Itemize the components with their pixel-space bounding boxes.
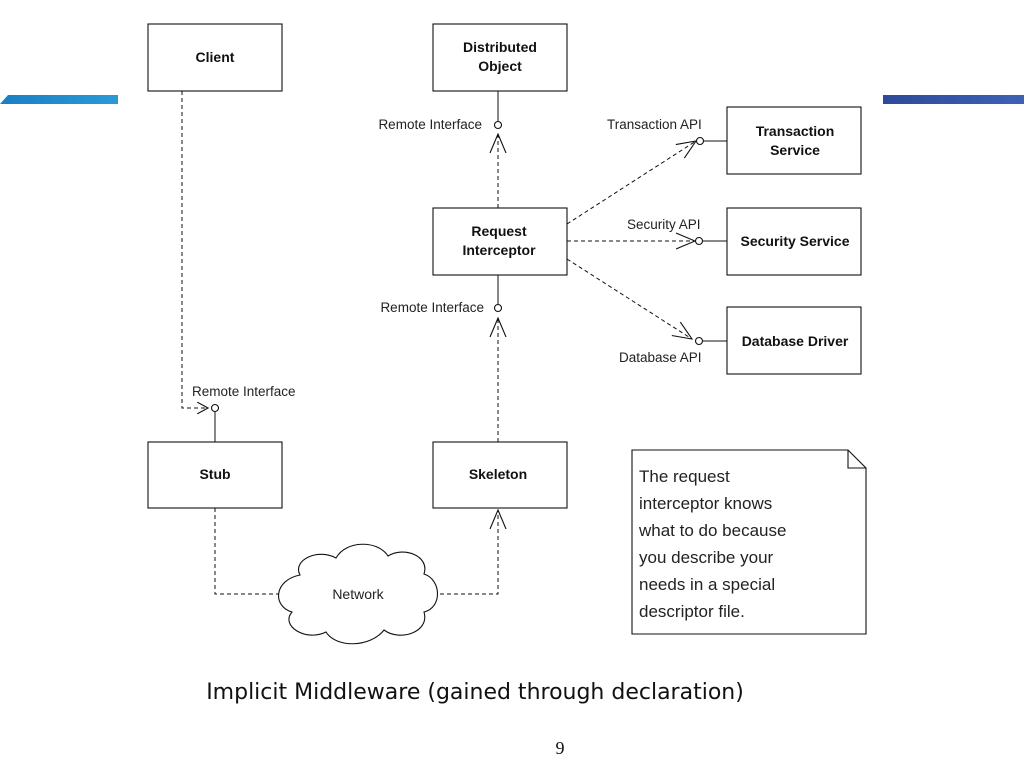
interface-circle (694, 236, 704, 246)
request-interceptor-label-line2: Interceptor (462, 242, 536, 258)
distributed-object-label-line1: Distributed (463, 39, 537, 55)
remote-interface-label-object: Remote Interface (378, 117, 482, 132)
note-line: you describe your (639, 548, 774, 567)
database-api-label: Database API (619, 350, 702, 365)
note-line: descriptor file. (639, 602, 745, 621)
network-cloud: Network (278, 543, 438, 645)
interceptor-to-database-connector (566, 258, 692, 339)
remote-interface-label-stub: Remote Interface (192, 384, 296, 399)
remote-interface-label-interceptor: Remote Interface (380, 300, 484, 315)
interface-circle (493, 303, 503, 313)
security-service-box (726, 207, 862, 276)
interface-circle (694, 336, 704, 346)
database-driver-box (726, 306, 862, 375)
database-driver-label: Database Driver (742, 333, 849, 349)
network-to-skeleton-connector (433, 510, 498, 595)
transaction-api-label: Transaction API (607, 117, 702, 132)
page-number: 9 (555, 738, 565, 758)
client-box (147, 23, 283, 92)
middleware-diagram: Client Distributed Object Transaction Se… (147, 23, 867, 645)
note-line: interceptor knows (639, 494, 772, 513)
note-line: what to do because (638, 521, 786, 540)
stub-label: Stub (199, 466, 230, 482)
client-label: Client (196, 49, 235, 65)
decorative-bar-left (0, 95, 118, 104)
transaction-service-label-line1: Transaction (756, 123, 835, 139)
interface-circle (210, 403, 220, 413)
skeleton-box (432, 441, 568, 509)
request-interceptor-box (432, 207, 568, 276)
security-service-label: Security Service (741, 233, 850, 249)
request-interceptor-label-line1: Request (471, 223, 527, 239)
network-label: Network (332, 586, 384, 602)
security-api-label: Security API (627, 217, 701, 232)
interface-circle (493, 120, 503, 130)
transaction-service-label-line2: Service (770, 142, 820, 158)
interceptor-to-transaction-connector (566, 141, 696, 225)
note-line: The request (639, 467, 730, 486)
note-line: needs in a special (639, 575, 775, 594)
transaction-service-box (726, 106, 862, 175)
distributed-object-label-line2: Object (478, 58, 522, 74)
stub-to-network-connector (214, 508, 282, 595)
decorative-bar-right (883, 95, 1024, 104)
client-to-stub-connector (181, 91, 208, 408)
interface-circle (695, 136, 705, 146)
stub-box (147, 441, 283, 509)
descriptor-note: The request interceptor knows what to do… (631, 449, 867, 635)
slide-caption: Implicit Middleware (gained through decl… (206, 680, 744, 705)
skeleton-label: Skeleton (469, 466, 527, 482)
distributed-object-box (432, 23, 568, 92)
